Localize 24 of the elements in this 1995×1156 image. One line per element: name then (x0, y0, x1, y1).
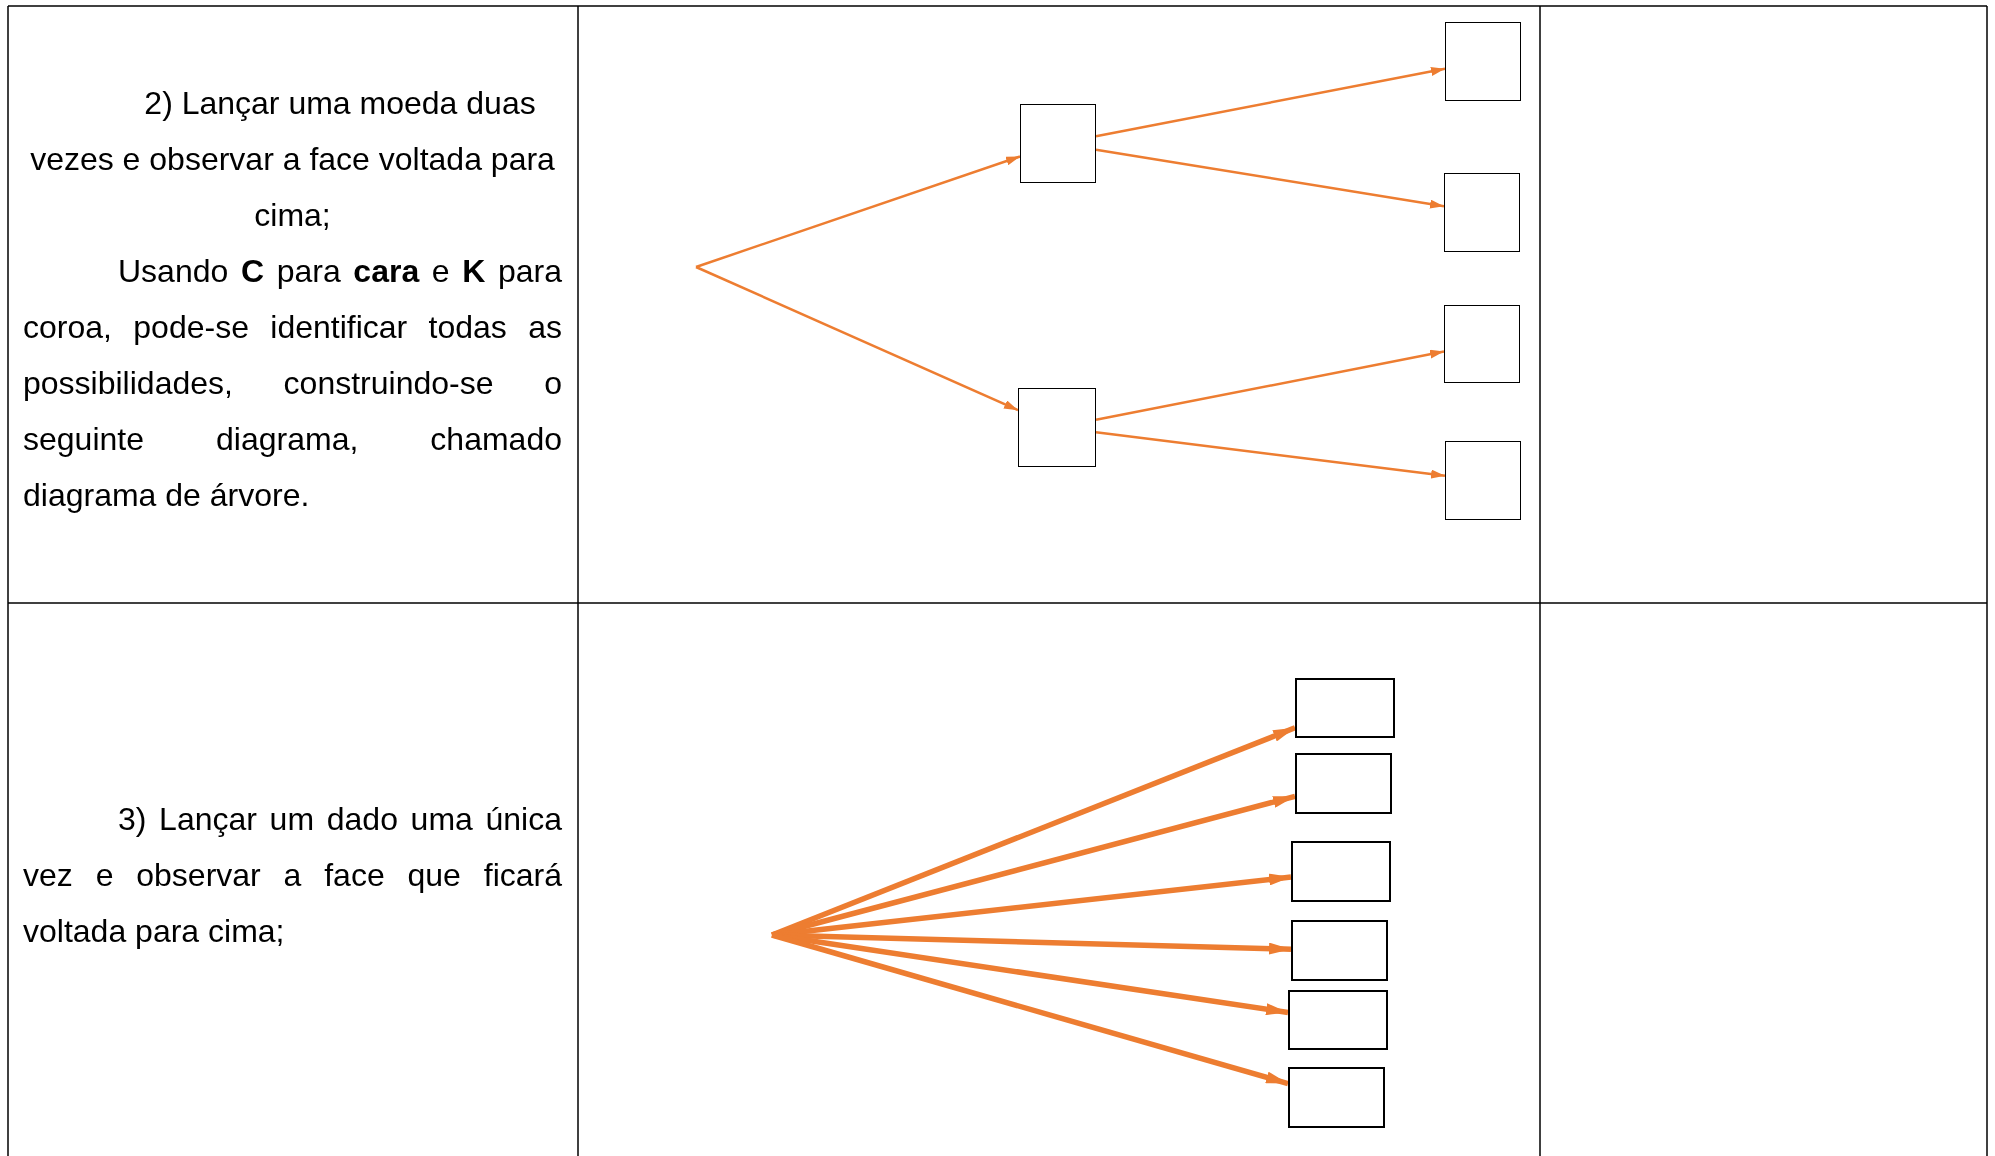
empty-box (1291, 920, 1388, 981)
arrow (1095, 148, 1445, 209)
arrow (1095, 349, 1445, 422)
arrow (771, 932, 1292, 955)
empty-box (1445, 441, 1521, 520)
paragraph: 3) Lançar um dado uma única vez e observar a face que ficará voltada para cima; (23, 800, 562, 951)
arrow (695, 265, 1019, 412)
empty-box (1295, 678, 1395, 738)
arrow (771, 932, 1289, 1016)
arrow (1095, 431, 1446, 479)
empty-box (1020, 104, 1096, 183)
empty-box (1291, 841, 1391, 902)
paragraph: Usando C para cara e K para coroa, pode-se identificar todas as possibilidades, construindo-se o seguinte diagrama, chamado diagrama de árvore. (23, 252, 562, 515)
empty-box (1445, 22, 1521, 101)
empty-box (1288, 1067, 1385, 1128)
empty-box (1444, 305, 1520, 383)
empty-box (1295, 753, 1392, 814)
paragraph: 2) Lançar uma moeda duas vezes e observar a face voltada para cima; (29, 84, 556, 235)
empty-box (1288, 990, 1388, 1050)
arrow (695, 155, 1021, 269)
empty-box (1444, 173, 1520, 252)
arrow (1095, 67, 1446, 138)
arrow (771, 932, 1289, 1087)
empty-box (1018, 388, 1096, 467)
